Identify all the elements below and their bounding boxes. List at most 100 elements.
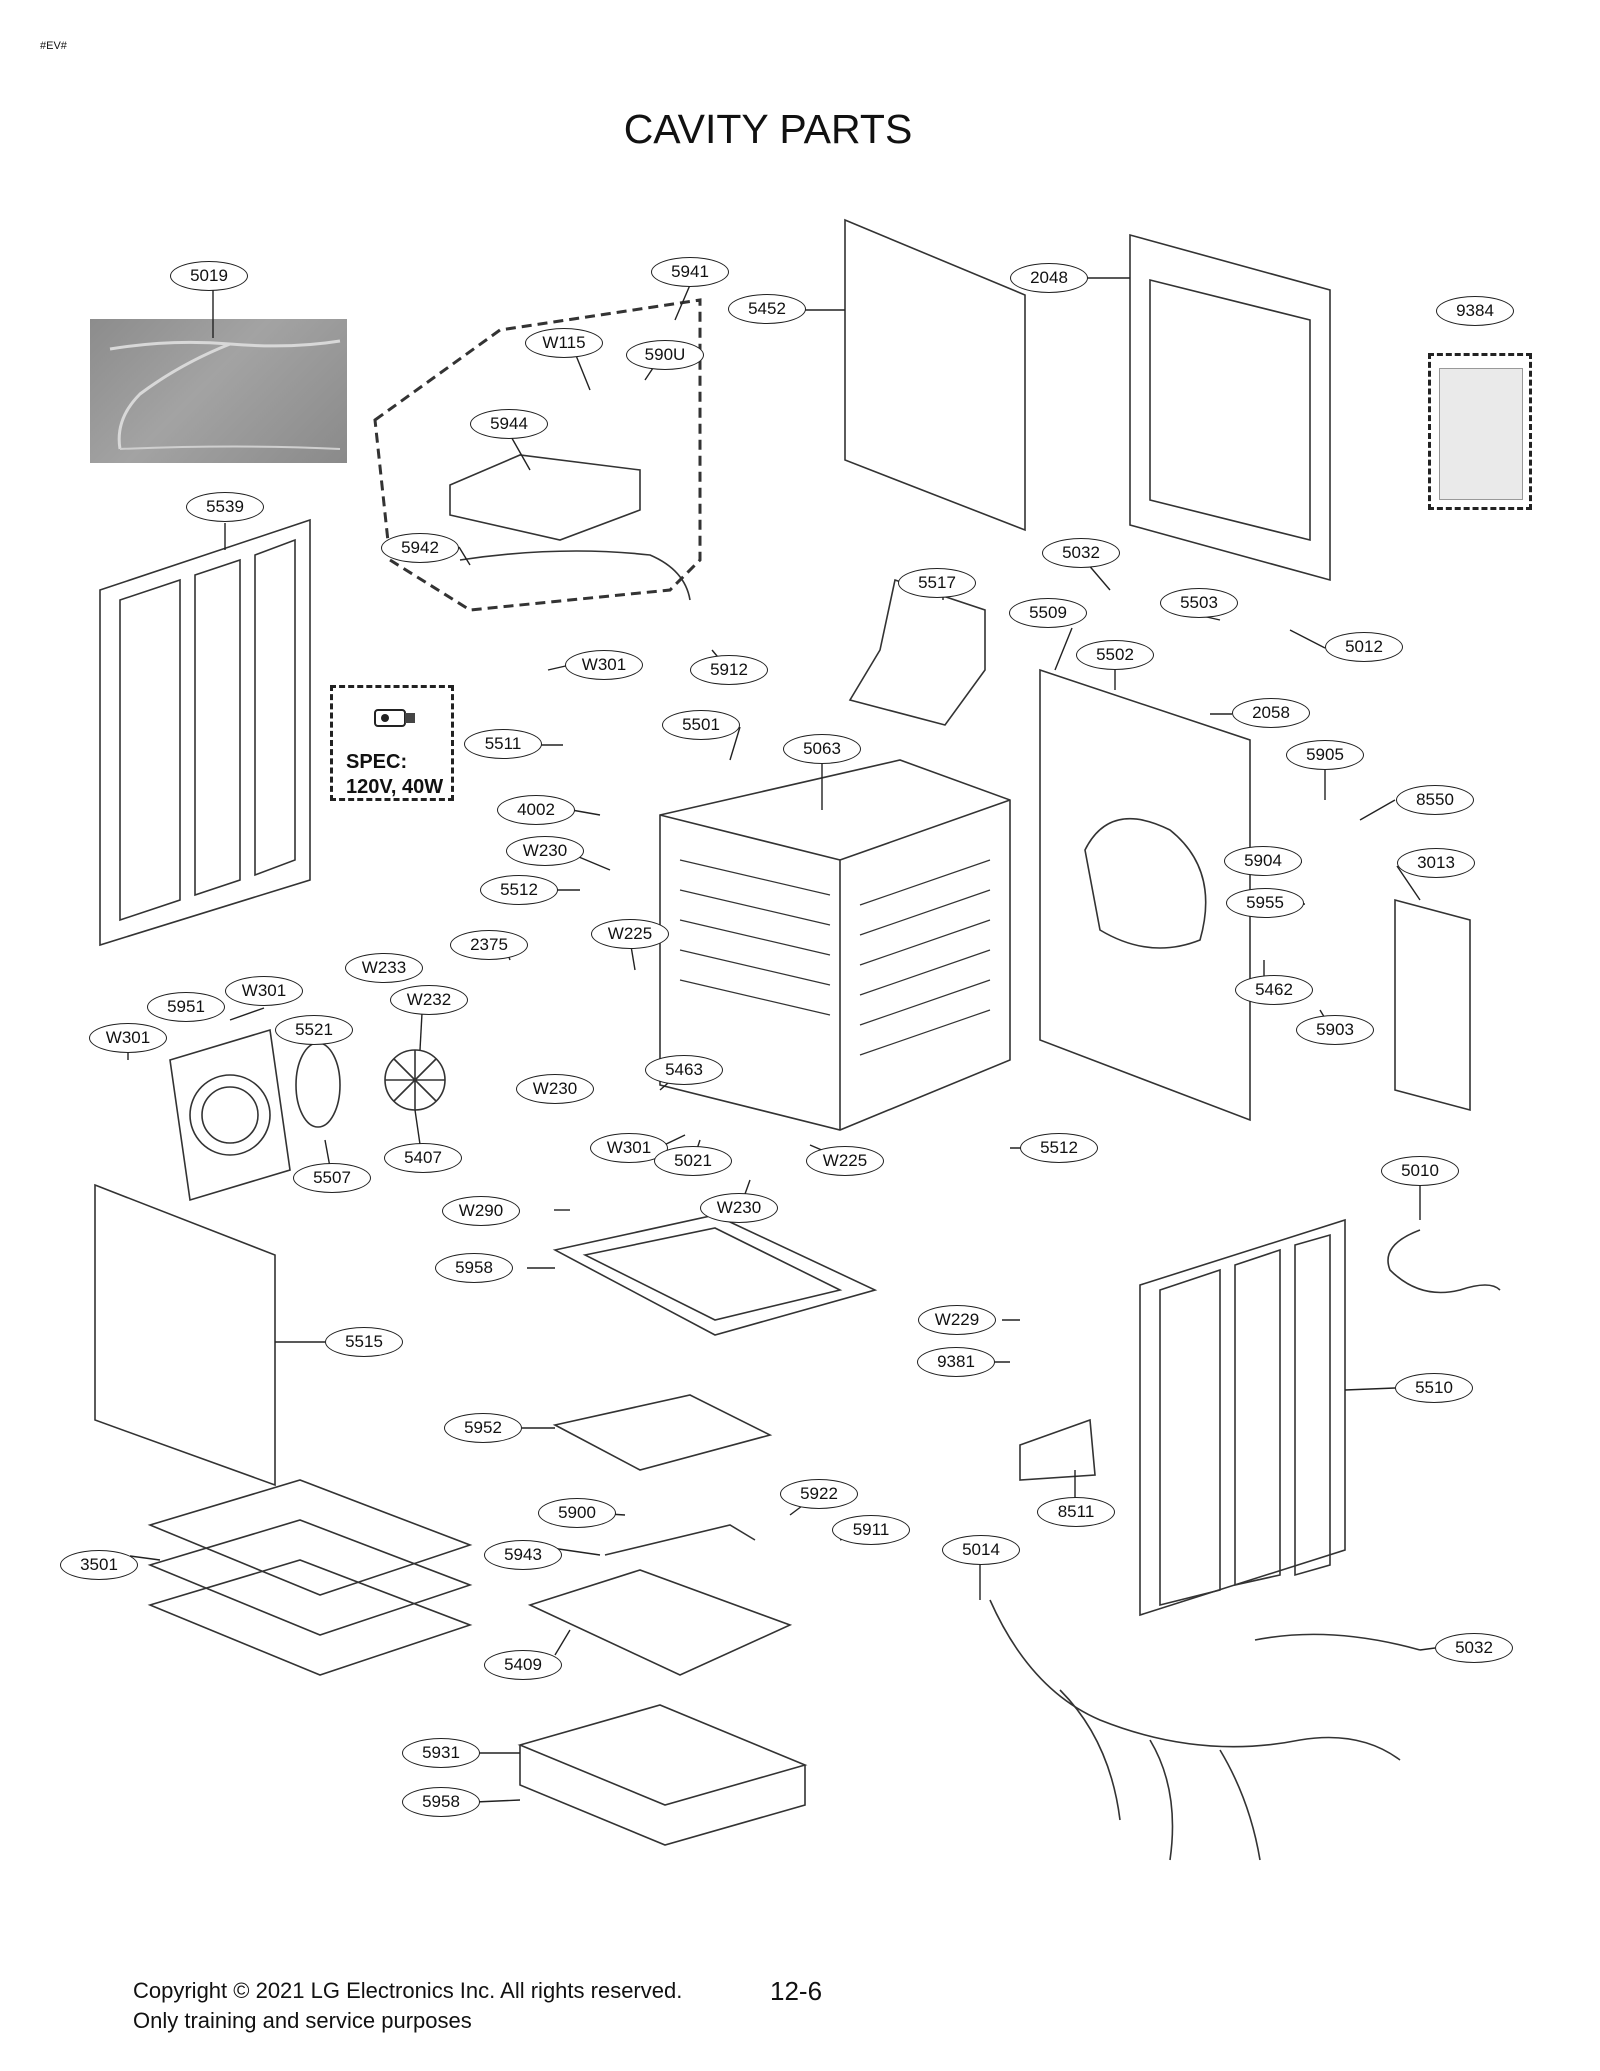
part-label: 3501 <box>60 1550 138 1580</box>
wire-harness-5014 <box>989 1599 1401 1761</box>
part-label: W225 <box>591 919 669 949</box>
part-label: 5510 <box>1395 1373 1473 1403</box>
part-label: 5452 <box>728 294 806 324</box>
part-label: 5512 <box>480 875 558 905</box>
footer-text: Copyright © 2021 LG Electronics Inc. All… <box>133 1976 682 2036</box>
part-label: 5941 <box>651 257 729 287</box>
oven-racks-3501 <box>147 1479 473 1676</box>
part-label: 5019 <box>170 261 248 291</box>
part-label: W233 <box>345 953 423 983</box>
part-label: 5922 <box>780 1479 858 1509</box>
part-label: W225 <box>806 1146 884 1176</box>
part-label: 5958 <box>435 1253 513 1283</box>
cable-5010 <box>1387 1229 1501 1294</box>
part-label: 5943 <box>484 1540 562 1570</box>
part-label: 5900 <box>538 1498 616 1528</box>
page-number: 12-6 <box>770 1976 823 2006</box>
part-label: W290 <box>442 1196 520 1226</box>
part-label: 5955 <box>1226 888 1304 918</box>
part-label: 5409 <box>484 1650 562 1680</box>
part-label: 3013 <box>1397 848 1475 878</box>
part-label: W301 <box>225 976 303 1006</box>
part-label: W232 <box>390 985 468 1015</box>
purpose-text: Only training and service purposes <box>133 2008 472 2033</box>
part-label: 5507 <box>293 1163 371 1193</box>
tray-5952 <box>552 1394 773 1471</box>
part-label: 5032 <box>1042 538 1120 568</box>
part-label: W301 <box>565 650 643 680</box>
part-photo-wire <box>90 319 347 463</box>
part-label: 4002 <box>497 795 575 825</box>
back-panel-5452 <box>844 218 1026 532</box>
base-5931 <box>517 1704 808 1806</box>
oven-cavity <box>659 759 1011 1131</box>
part-label: 5509 <box>1009 598 1087 628</box>
part-label: 5539 <box>186 492 264 522</box>
part-label: 5904 <box>1224 846 1302 876</box>
part-label: 5952 <box>444 1413 522 1443</box>
part-label: 5501 <box>662 710 740 740</box>
bottom-plate-5958 <box>552 1214 878 1336</box>
part-label: 5944 <box>470 409 548 439</box>
part-label: 2048 <box>1010 263 1088 293</box>
side-panel-right <box>1139 1218 1346 1617</box>
part-label: W301 <box>590 1133 668 1163</box>
part-label: 9384 <box>1436 296 1514 326</box>
part-label: 2375 <box>450 930 528 960</box>
fan-cover-5951 <box>169 1028 291 1202</box>
part-label: 2058 <box>1232 698 1310 728</box>
part-label: 5063 <box>783 734 861 764</box>
part-label: 5931 <box>402 1738 480 1768</box>
part-label: 5502 <box>1076 640 1154 670</box>
part-label: W115 <box>525 328 603 358</box>
spec-value: 120V, 40W <box>346 776 444 798</box>
part-label: W230 <box>516 1074 594 1104</box>
page-title: CAVITY PARTS <box>623 106 913 152</box>
part-label: 5517 <box>898 568 976 598</box>
part-label: W229 <box>918 1305 996 1335</box>
part-label: 9381 <box>917 1347 995 1377</box>
duct-5517 <box>848 578 986 726</box>
part-label: 5958 <box>402 1787 480 1817</box>
part-label: 590U <box>626 340 704 370</box>
document-code: #EV# <box>40 40 67 52</box>
lamp-socket-icon <box>374 709 415 727</box>
part-label: 5903 <box>1296 1015 1374 1045</box>
part-label: W301 <box>89 1023 167 1053</box>
part-label: 5521 <box>275 1015 353 1045</box>
part-label: 5912 <box>690 655 768 685</box>
spec-box: SPEC: 120V, 40W <box>330 685 454 801</box>
part-label: 5407 <box>384 1143 462 1173</box>
part-label: 5014 <box>942 1535 1020 1565</box>
bake-cover-5409 <box>527 1569 793 1676</box>
part-label: W230 <box>700 1193 778 1223</box>
part-label: 5511 <box>464 729 542 759</box>
part-label: 8550 <box>1396 785 1474 815</box>
wire-5032 <box>1254 1633 1421 1651</box>
rear-frame-2048 <box>1129 233 1331 582</box>
copyright-text: Copyright © 2021 LG Electronics Inc. All… <box>133 1978 683 2003</box>
part-label: 5905 <box>1286 740 1364 770</box>
part-label: 5021 <box>654 1146 732 1176</box>
part-label: W230 <box>506 836 584 866</box>
part-label: 8511 <box>1037 1497 1115 1527</box>
spec-heading: SPEC: <box>346 751 408 773</box>
part-label: 5503 <box>1160 588 1238 618</box>
part-label: 5462 <box>1235 975 1313 1005</box>
front-frame-5509 <box>1039 668 1251 1122</box>
side-panel-left <box>99 518 311 947</box>
bake-element-5943 <box>604 1524 756 1556</box>
part-label: 5515 <box>325 1327 403 1357</box>
bracket-8511 <box>1019 1418 1096 1481</box>
part-label: 5911 <box>832 1515 910 1545</box>
door-frame-5515 <box>94 1183 276 1487</box>
right-panel-3013 <box>1394 898 1471 1112</box>
part-label: 5012 <box>1325 632 1403 662</box>
part-label: 5463 <box>645 1055 723 1085</box>
screw-bag-illustration <box>1428 353 1532 510</box>
part-label: 5032 <box>1435 1633 1513 1663</box>
part-label: 5512 <box>1020 1133 1098 1163</box>
part-label: 5010 <box>1381 1156 1459 1186</box>
part-label: 5951 <box>147 992 225 1022</box>
part-label: 5942 <box>381 533 459 563</box>
